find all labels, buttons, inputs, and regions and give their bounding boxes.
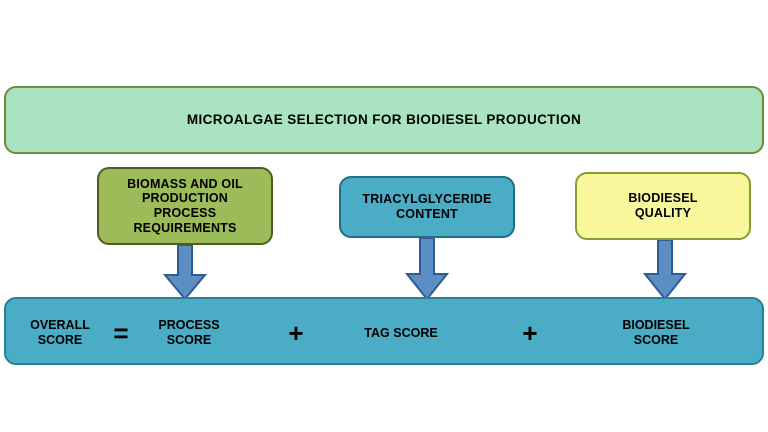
term-line: OVERALL (30, 318, 90, 332)
title-box: MICROALGAE SELECTION FOR BIODIESEL PRODU… (4, 86, 764, 154)
criterion-label-line: TRIACYLGLYCERIDE (362, 192, 492, 207)
term-line: TAG SCORE (364, 325, 438, 340)
plus-symbol: + (522, 318, 538, 348)
equals-symbol: = (113, 318, 129, 348)
criterion-box-biomass-and-oil-production-process-requirements: BIOMASS AND OIL PRODUCTION PROCESS REQUI… (97, 167, 273, 245)
criterion-box-biodiesel-quality: BIODIESEL QUALITY (575, 172, 751, 240)
criterion-label-line: CONTENT (396, 207, 458, 221)
term-line: SCORE (633, 333, 679, 347)
overall-score-bar: OVERALL SCORE = PROCESS SCORE + TAG SCOR… (4, 297, 764, 365)
criterion-label-line: BIODIESEL (628, 191, 698, 206)
title-box-label: MICROALGAE SELECTION FOR BIODIESEL PRODU… (186, 112, 582, 128)
down-arrow-icon (643, 240, 687, 301)
term-overall-score: OVERALL SCORE (12, 299, 108, 367)
criterion-label-line: BIOMASS AND OIL (127, 176, 243, 191)
plus-operator-1: + (278, 299, 314, 367)
down-arrow-icon (163, 245, 207, 301)
term-biodiesel-score: BIODIESEL SCORE (586, 299, 726, 367)
criterion-label-line: PROCESS (153, 206, 217, 220)
term-tag-score: TAG SCORE (336, 299, 466, 367)
plus-operator-2: + (512, 299, 548, 367)
term-line: SCORE (166, 333, 212, 347)
criterion-label-line: QUALITY (634, 206, 692, 220)
plus-symbol: + (288, 318, 304, 348)
criterion-box-triacylglyceride-content: TRIACYLGLYCERIDE CONTENT (339, 176, 515, 238)
term-process-score: PROCESS SCORE (134, 299, 244, 367)
term-line: SCORE (37, 333, 83, 347)
equals-operator: = (106, 299, 136, 367)
criterion-label-line: PRODUCTION (141, 191, 229, 206)
down-arrow-icon (405, 238, 449, 301)
term-line: PROCESS (158, 318, 220, 332)
criterion-label-line: REQUIREMENTS (133, 220, 237, 235)
term-line: BIODIESEL (622, 318, 690, 332)
